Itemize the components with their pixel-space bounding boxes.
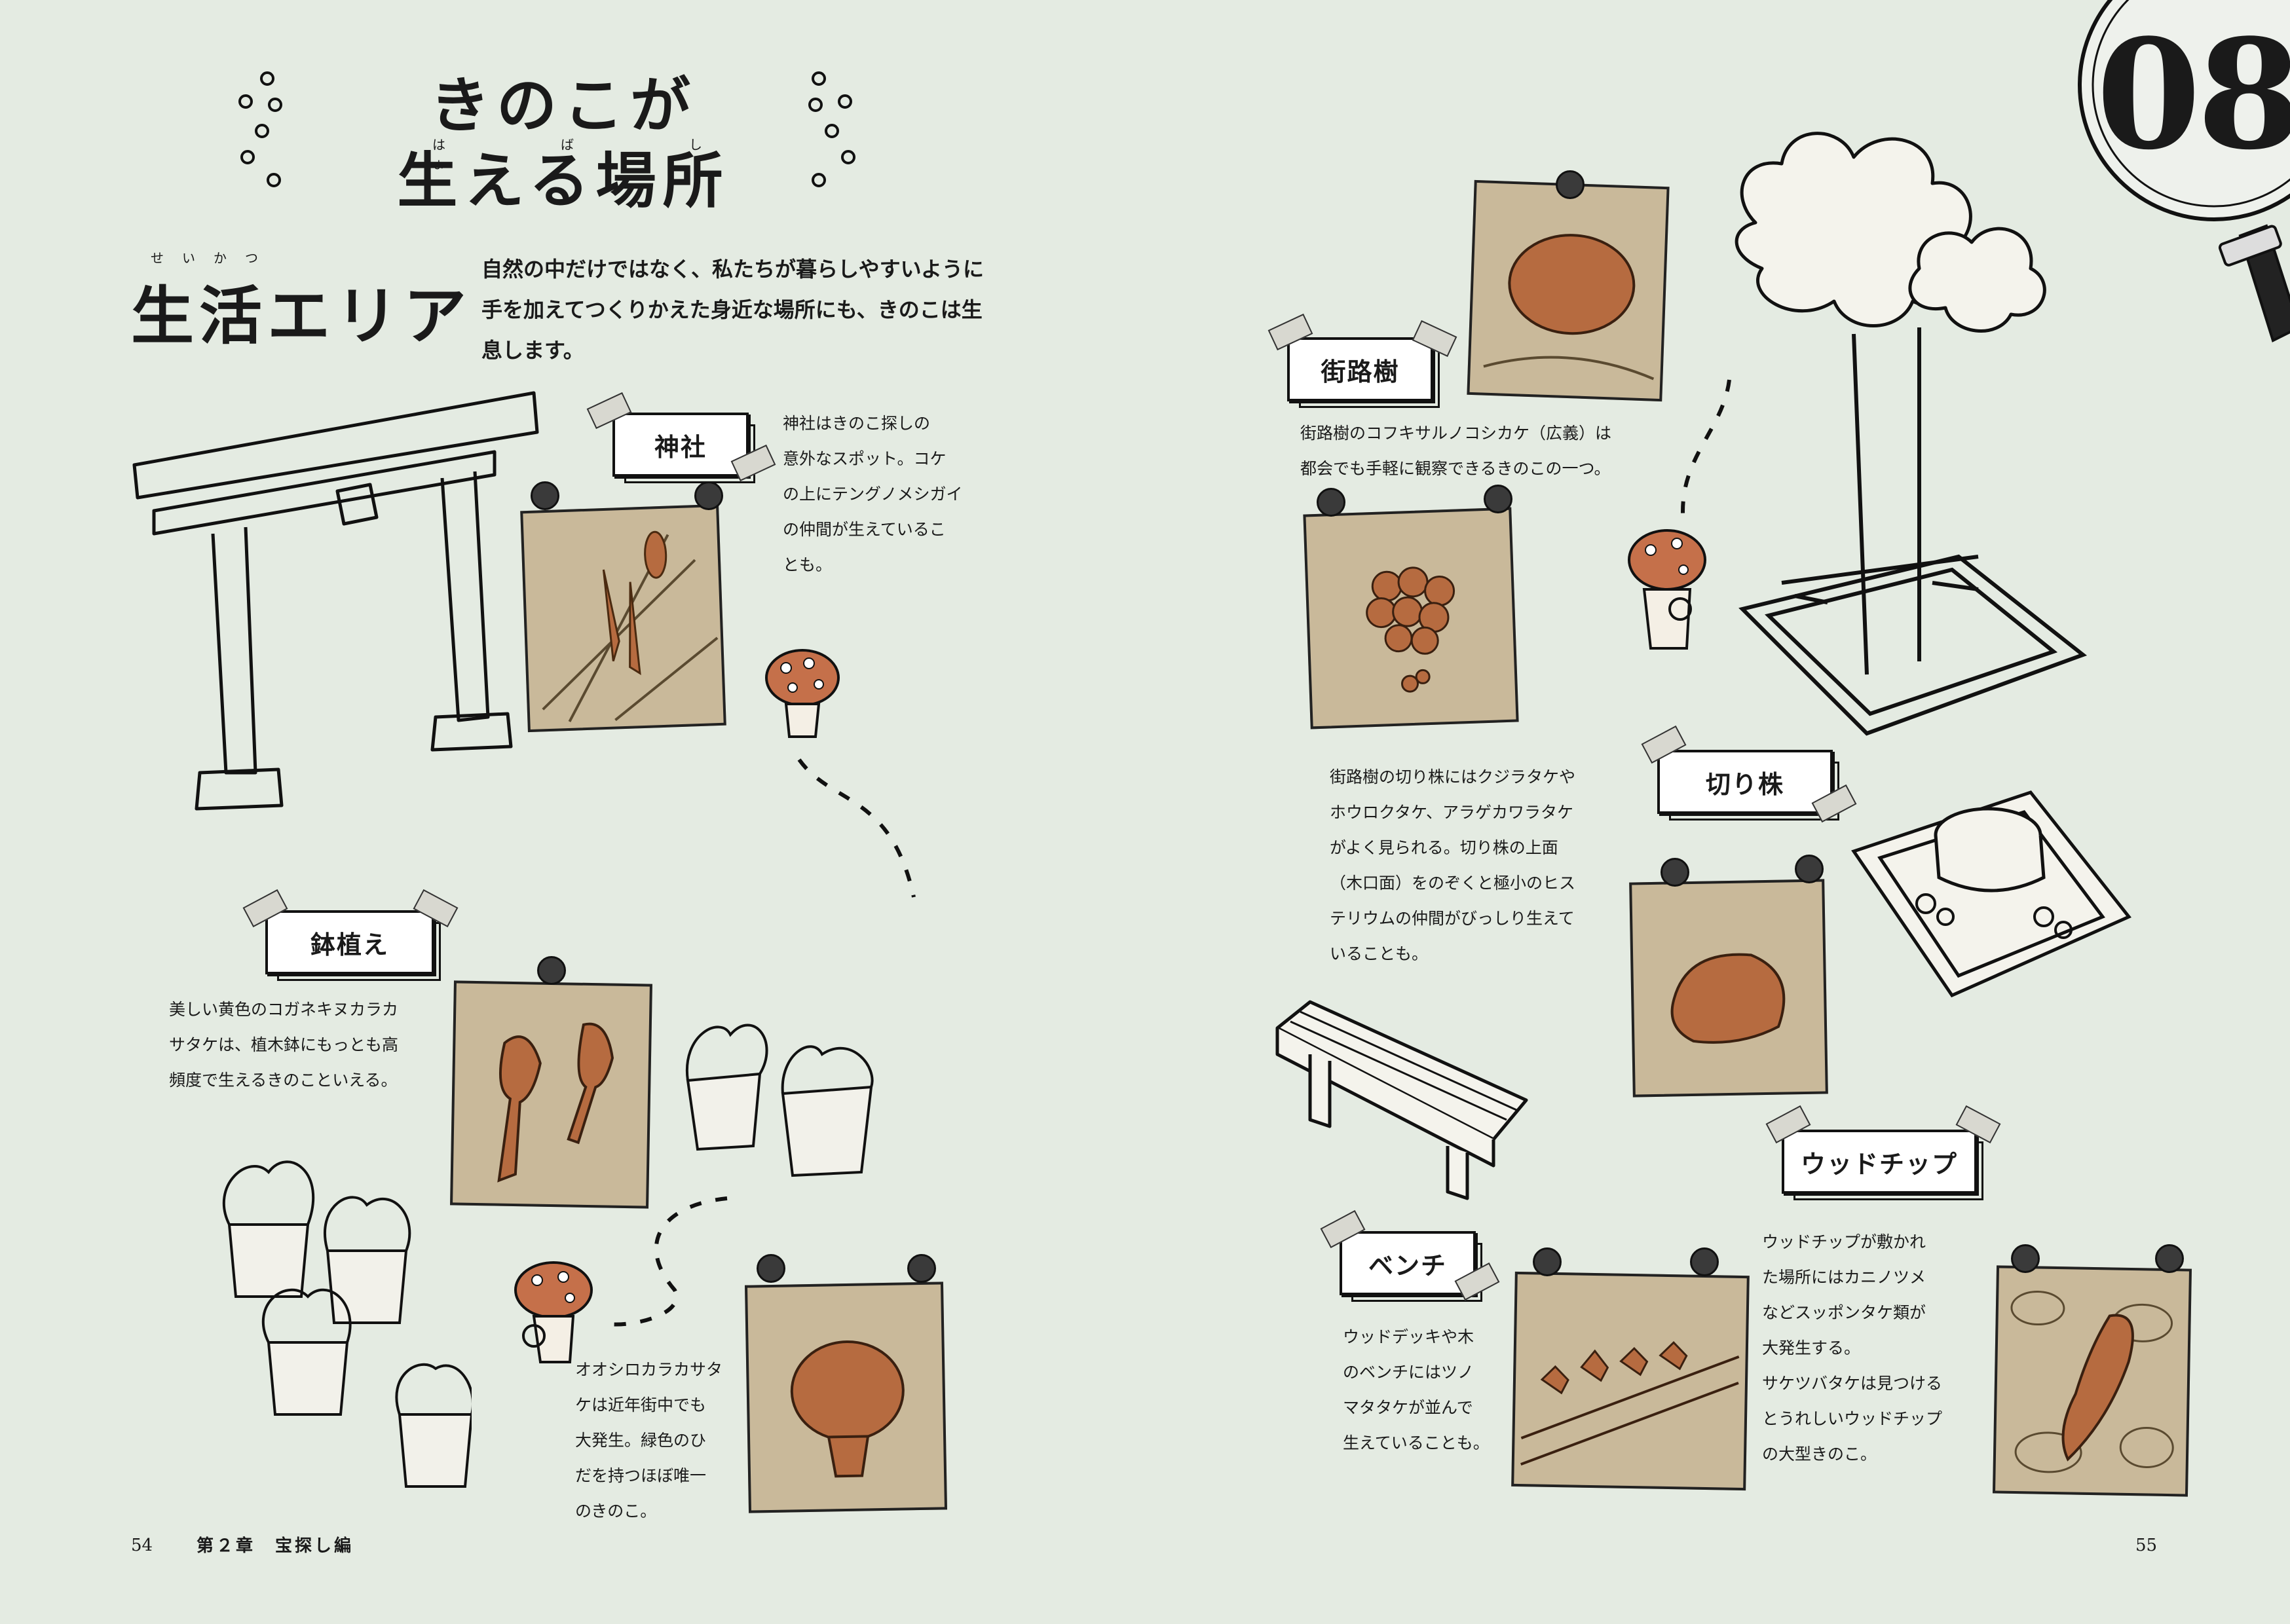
text-line: マタタケが並んで	[1343, 1398, 1473, 1417]
pots-fungus-sketch	[450, 980, 652, 1209]
text-line: の大型きのこ。	[1762, 1445, 1877, 1464]
pin-icon	[1661, 858, 1689, 887]
text-line: 意外なスポット。コケ	[783, 449, 947, 468]
footprint-trail-icon	[602, 1196, 728, 1327]
text-line: 都会でも手軽に観察できるきのこの一つ。	[1300, 459, 1611, 478]
text-line: 神社はきのこ探しの	[783, 414, 931, 433]
pin-icon	[1556, 170, 1585, 199]
text-line: 大発生する。	[1762, 1338, 1861, 1357]
stumps-fungus-sketch	[1629, 879, 1828, 1098]
intro-text: 自然の中だけではなく、私たちが暮らしやすいように 手を加えてつくりかえた身近な場…	[481, 249, 1045, 371]
section-title: 生活エリア	[131, 279, 472, 353]
page-number-left: 54	[131, 1536, 153, 1555]
section-title-ruby: せいかつ	[151, 250, 276, 266]
pots2-text: オオシロカラカサタ ケは近年街中でも 大発生。緑色のひ だを持つほぼ唯一 のきの…	[575, 1352, 752, 1529]
pin-icon	[694, 481, 723, 510]
pin-icon	[1533, 1247, 1562, 1276]
label-woodchip: ウッドチップ	[1782, 1130, 1983, 1200]
chapter-number: 08	[2096, 7, 2290, 183]
pin-icon	[1795, 855, 1824, 883]
text-line: 街路樹のコフキサルノコシカケ（広義）は	[1300, 424, 1612, 443]
torii-gate-illustration	[132, 391, 539, 811]
text-line: 生えていることも。	[1343, 1433, 1490, 1452]
text-line: ケは近年街中でも	[575, 1395, 707, 1414]
shrine-fungus-sketch	[520, 504, 726, 733]
intro-line: 自然の中だけではなく、私たちが暮らしやすいように	[481, 257, 985, 282]
text-line: ウッドデッキや木	[1343, 1327, 1474, 1346]
woodchip-text: ウッドチップが敷かれ た場所にはカニノツメ などスッポンタケ類が 大発生する。 …	[1762, 1225, 1972, 1472]
text-line: だを持つほぼ唯一	[575, 1466, 707, 1485]
text-line: の仲間が生えているこ	[783, 520, 946, 539]
pin-icon	[1317, 488, 1345, 517]
shrine-text: 神社はきのこ探しの 意外なスポット。コケ の上にテングノメシガイ の仲間が生えて…	[783, 406, 992, 583]
street-tree-fungus-sketch-2	[1303, 507, 1519, 729]
bench-illustration	[1275, 1000, 1528, 1200]
text-line: のきのこ。	[575, 1502, 657, 1521]
potted-plants-illustration	[685, 1024, 874, 1177]
chapter-label: 第２章 宝探し編	[197, 1536, 354, 1556]
pin-icon	[2011, 1244, 2040, 1273]
intro-line: 息します。	[481, 338, 584, 363]
text-line: サタケは、植木鉢にもっとも高	[169, 1035, 399, 1054]
label-street-trees: 街路樹	[1287, 337, 1440, 408]
tree-stump-illustration	[1851, 790, 2131, 998]
text-line: 大発生。緑色のひ	[575, 1431, 707, 1450]
text-line: た場所にはカニノツメ	[1762, 1268, 1926, 1287]
text-line: などスッポンタケ類が	[1762, 1303, 1926, 1322]
text-line: いることも。	[1330, 944, 1429, 963]
bench-fungus-sketch	[1511, 1271, 1750, 1491]
pin-icon	[537, 956, 566, 985]
bench-text: ウッドデッキや木 のベンチにはツノ マタタケが並んで 生えていることも。	[1343, 1320, 1526, 1461]
text-line: 頻度で生えるきのこといえる。	[169, 1071, 398, 1090]
woodchip-fungus-sketch	[1992, 1265, 2192, 1497]
potted-plants-illustration	[222, 1160, 472, 1488]
text-line: 街路樹の切り株にはクジラタケや	[1330, 767, 1576, 786]
text-line: 美しい黄色のコガネキヌカラカ	[169, 1000, 399, 1019]
text-line: ウッドチップが敷かれ	[1762, 1232, 1926, 1251]
text-line: とうれしいウッドチップ	[1762, 1409, 1943, 1428]
text-line: がよく見られる。切り株の上面	[1330, 838, 1558, 857]
pin-icon	[1484, 485, 1512, 513]
page-title-line1: きのこが	[429, 70, 697, 141]
pin-icon	[2155, 1244, 2184, 1273]
pots-fungus-sketch-2	[744, 1282, 948, 1513]
text-line: オオシロカラカサタ	[575, 1360, 723, 1379]
mushroom-character-icon	[1628, 529, 1706, 650]
pin-icon	[531, 481, 559, 510]
footprint-trail-icon	[797, 758, 916, 898]
mushroom-character-icon	[765, 649, 840, 738]
text-line: のベンチにはツノ	[1343, 1363, 1474, 1382]
label-bench: ベンチ	[1340, 1231, 1482, 1302]
pots-text: 美しい黄色のコガネキヌカラカ サタケは、植木鉢にもっとも高 頻度で生えるきのこと…	[169, 992, 451, 1098]
magnifier-icon	[2078, 0, 2290, 342]
pin-icon	[757, 1254, 785, 1283]
label-pots: 鉢植え	[265, 910, 441, 981]
pin-icon	[1690, 1247, 1719, 1276]
mushroom-character-icon	[514, 1261, 593, 1363]
text-line: テリウムの仲間がびっしり生えて	[1330, 909, 1575, 928]
text-line: の上にテングノメシガイ	[783, 485, 963, 504]
footprint-trail-icon	[1681, 379, 1731, 525]
text-line: （木口面）をのぞくと極小のヒス	[1330, 874, 1576, 893]
street-trees-text: 街路樹のコフキサルノコシカケ（広義）は 都会でも手軽に観察できるきのこの一つ。	[1300, 416, 1706, 487]
street-tree-illustration	[1735, 132, 2088, 736]
text-line: とも。	[783, 555, 833, 574]
label-shrine: 神社	[612, 413, 755, 483]
label-stumps: 切り株	[1657, 750, 1839, 821]
page-title-ruby: は ば し ょ	[432, 137, 817, 172]
street-tree-fungus-sketch	[1467, 179, 1670, 402]
page-number-right: 55	[2135, 1536, 2158, 1555]
page-title-line2: 生える場所	[397, 145, 730, 216]
dots-ornament-right	[808, 71, 855, 187]
dots-ornament-left	[238, 71, 282, 187]
stumps-text: 街路樹の切り株にはクジラタケや ホウロクタケ、アラゲカワラタケ がよく見られる。…	[1330, 760, 1657, 972]
pin-icon	[907, 1254, 936, 1283]
text-line: サケツバタケは見つける	[1762, 1374, 1943, 1393]
intro-line: 手を加えてつくりかえた身近な場所にも、きのこは生	[481, 297, 983, 322]
text-line: ホウロクタケ、アラゲカワラタケ	[1330, 803, 1574, 822]
